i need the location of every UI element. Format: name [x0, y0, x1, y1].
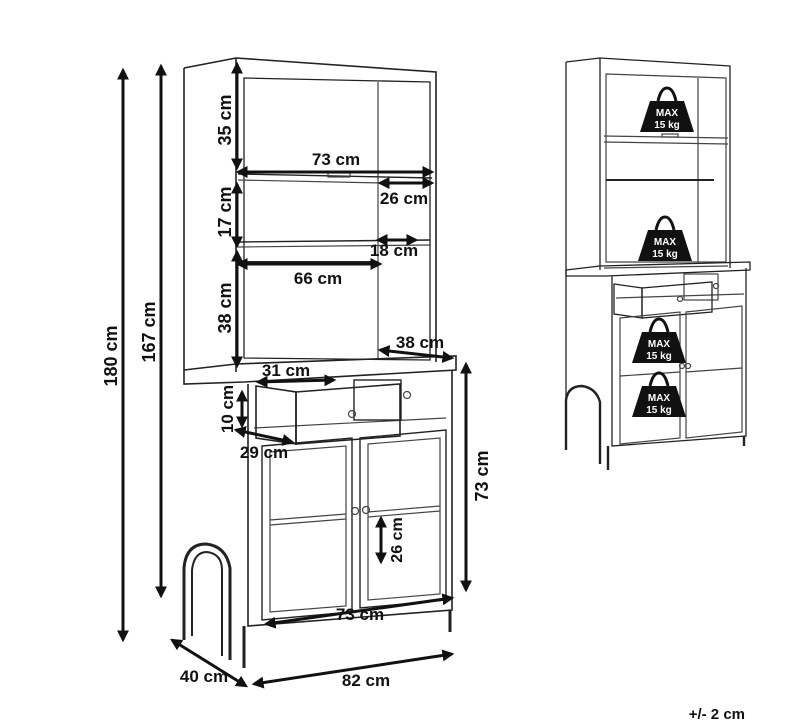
shelf-middle-label: 17 cm: [215, 186, 235, 237]
tolerance-note: +/- 2 cm: [688, 706, 745, 723]
drawer-width-label: 31 cm: [262, 361, 310, 380]
load-badge-2: MAX 15 kg: [638, 215, 692, 261]
weight-label: 15 kg: [654, 120, 680, 131]
load-badge-3: MAX 15 kg: [632, 317, 686, 363]
weight-label: 15 kg: [646, 351, 672, 362]
height-total-label: 180 cm: [101, 325, 121, 386]
inner-width-top-label: 73 cm: [312, 150, 360, 169]
load-capacity-drawing: MAX 15 kg MAX 15 kg MAX 15 kg MAX 15 kg: [564, 57, 751, 470]
cabinet-shelf-label: 26 cm: [389, 517, 406, 562]
shelf-top-label: 35 cm: [215, 94, 235, 145]
width-label: 82 cm: [342, 671, 390, 690]
shelf-lower-label: 38 cm: [215, 282, 235, 333]
cabinet-width-label: 73 cm: [336, 605, 384, 624]
height-top-label: 167 cm: [139, 301, 159, 362]
drawer-height-label: 10 cm: [218, 385, 237, 433]
side-compartment-label: 26 cm: [380, 189, 428, 208]
weight-label: 15 kg: [652, 249, 678, 260]
counter-depth-label: 38 cm: [396, 333, 444, 352]
load-badge-1: MAX 15 kg: [640, 86, 694, 132]
max-label: MAX: [648, 393, 671, 404]
rail-gap-label: 18 cm: [370, 241, 418, 260]
max-label: MAX: [656, 108, 679, 119]
max-label: MAX: [654, 237, 677, 248]
cabinet-height-label: 73 cm: [472, 450, 492, 501]
drawer-depth-label: 29 cm: [240, 443, 288, 462]
load-badge-4: MAX 15 kg: [632, 371, 686, 417]
weight-label: 15 kg: [646, 405, 672, 416]
rod-width-label: 66 cm: [294, 269, 342, 288]
max-label: MAX: [648, 339, 671, 350]
depth-label: 40 cm: [180, 667, 228, 686]
dimensioned-cabinet-drawing: 180 cm 167 cm 35 cm 73 cm 26 cm 17 cm 18…: [101, 57, 492, 690]
